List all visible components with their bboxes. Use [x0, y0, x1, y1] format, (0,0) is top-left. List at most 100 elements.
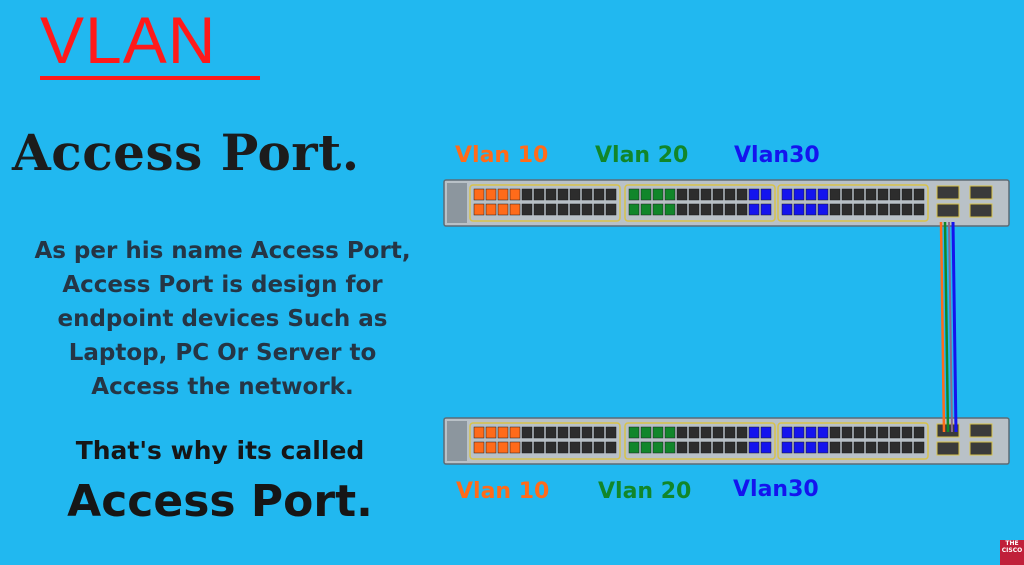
description: As per his name Access Port, Access Port… [0, 234, 445, 404]
trunk-link [939, 221, 958, 433]
top-switch-port [485, 188, 497, 201]
top-switch-port [593, 203, 605, 216]
bottom-switch-port [605, 426, 617, 439]
top-switch-port [817, 203, 829, 216]
top-switch-port [913, 203, 925, 216]
description-line: endpoint devices Such as [57, 306, 388, 332]
bottom-switch-uplink-port [969, 423, 993, 438]
bottom-switch-port [781, 441, 793, 454]
top-switch-port [485, 203, 497, 216]
bottom-switch-port [901, 441, 913, 454]
bottom-switch-port [817, 441, 829, 454]
trunk-cable-vlan20 [943, 221, 950, 433]
top-switch-uplink-port [936, 185, 960, 200]
top-switch-port [545, 188, 557, 201]
bottom-switch-port [485, 426, 497, 439]
bottom-switch-port [736, 426, 748, 439]
bottom-switch-port [521, 441, 533, 454]
top-switch-chassis [443, 179, 1010, 227]
bottom-switch-port [628, 441, 640, 454]
bottom-switch-port [533, 441, 545, 454]
bottom-switch-port [760, 441, 772, 454]
trunk-cable-vlan30 [951, 221, 958, 433]
bottom-switch-port [841, 441, 853, 454]
channel-logo: THE CISCO [1000, 540, 1024, 565]
top-switch-port [913, 188, 925, 201]
top-switch-port [676, 188, 688, 201]
top-switch-port [569, 203, 581, 216]
top-switch-port [712, 203, 724, 216]
top-switch-port [724, 203, 736, 216]
bottom-switch-port [581, 426, 593, 439]
top-vlan20-label: Vlan 20 [595, 143, 689, 168]
top-switch-port [781, 188, 793, 201]
bottom-switch-port [760, 426, 772, 439]
top-switch-port [736, 203, 748, 216]
top-switch-port [748, 203, 760, 216]
top-switch-port [509, 188, 521, 201]
bottom-switch-port [889, 441, 901, 454]
top-switch-port-group-1 [469, 184, 621, 222]
top-switch-port [901, 203, 913, 216]
bottom-switch-port [569, 441, 581, 454]
title-underline [40, 76, 260, 80]
bottom-switch-port [605, 441, 617, 454]
bottom-switch-port [593, 426, 605, 439]
top-switch-port [581, 188, 593, 201]
top-switch-port [865, 188, 877, 201]
top-switch-port [605, 203, 617, 216]
bottom-switch-port-group-3 [777, 422, 929, 460]
top-switch-port [712, 188, 724, 201]
top-switch-port [877, 188, 889, 201]
top-switch-port [853, 203, 865, 216]
bottom-switch-port [676, 426, 688, 439]
title-vlan: VLAN [40, 3, 217, 77]
top-switch-port [533, 188, 545, 201]
top-switch-port [497, 203, 509, 216]
channel-logo-text: THE CISCO [1001, 540, 1023, 554]
top-switch-port [865, 203, 877, 216]
top-switch-port [640, 203, 652, 216]
top-switch-port [473, 188, 485, 201]
top-switch-port [841, 188, 853, 201]
bottom-switch-port [557, 441, 569, 454]
top-switch-port [581, 203, 593, 216]
top-switch-port [841, 203, 853, 216]
top-switch-port [652, 188, 664, 201]
top-switch-port [817, 188, 829, 201]
top-switch-uplink-port [969, 203, 993, 218]
top-switch-port [688, 188, 700, 201]
why-text: That's why its called [75, 436, 365, 465]
bottom-switch-port [509, 441, 521, 454]
bottom-switch-port [853, 426, 865, 439]
top-switch-port [628, 203, 640, 216]
bottom-switch-port [877, 426, 889, 439]
bottom-switch-port [853, 441, 865, 454]
top-switch-port [652, 203, 664, 216]
bottom-switch-port [688, 441, 700, 454]
bottom-switch-port [640, 441, 652, 454]
top-switch-uplink-port [936, 203, 960, 218]
top-switch-port-group-3 [777, 184, 929, 222]
top-switch-uplink-port [969, 185, 993, 200]
top-switch-port [736, 188, 748, 201]
bottom-switch-port [901, 426, 913, 439]
bottom-vlan30-label: Vlan30 [733, 477, 819, 502]
bottom-switch-port [913, 441, 925, 454]
bottom-switch-port [676, 441, 688, 454]
top-vlan10-label: Vlan 10 [455, 143, 549, 168]
top-switch-port [829, 188, 841, 201]
bottom-switch-port [889, 426, 901, 439]
heading-access-port: Access Port. [12, 123, 360, 182]
top-switch-port [640, 188, 652, 201]
bottom-switch-port [497, 441, 509, 454]
top-switch-port [569, 188, 581, 201]
bottom-switch-port [817, 426, 829, 439]
top-switch-port [748, 188, 760, 201]
bottom-switch-chassis [443, 417, 1010, 465]
bottom-switch-led-panel [447, 421, 467, 461]
bottom-switch-port [712, 441, 724, 454]
bottom-switch-port [865, 426, 877, 439]
trunk-cable-mixed [948, 221, 953, 433]
top-switch-port [805, 188, 817, 201]
